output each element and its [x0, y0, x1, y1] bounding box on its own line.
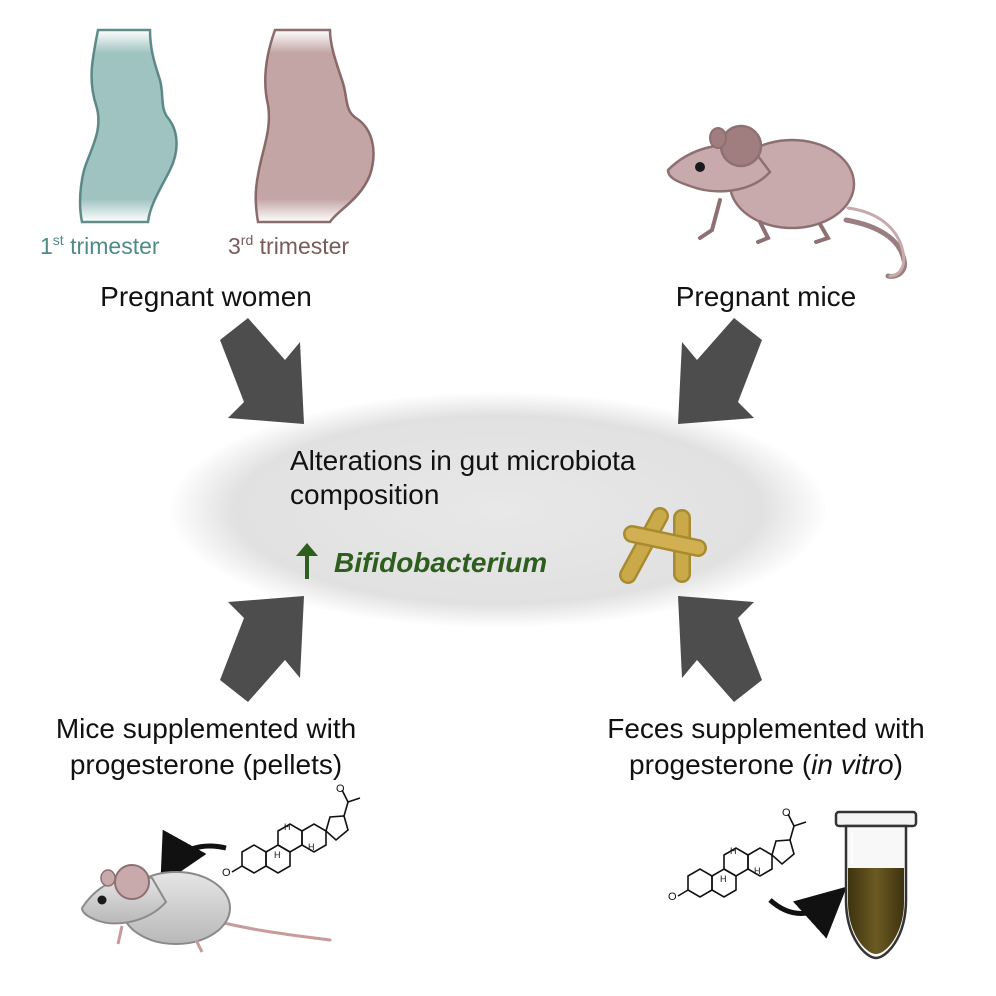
progesterone-structure-icon-right: O O H H H: [668, 807, 807, 903]
first-trimester-label: 1st trimester: [40, 232, 160, 259]
center-ellipse: [168, 392, 828, 628]
arrow-feces-to-center: [678, 596, 762, 702]
steroid-to-tube-arrow: [768, 886, 847, 939]
mice-supplemented-line2: progesterone (pellets): [70, 749, 342, 780]
svg-text:H: H: [730, 846, 737, 856]
supplemented-mouse-icon: [80, 864, 332, 953]
bifidobacterium-label: Bifidobacterium: [334, 547, 547, 578]
pregnant-mice-label: Pregnant mice: [676, 281, 857, 312]
svg-text:H: H: [754, 866, 761, 876]
third-trimester-word: trimester: [253, 233, 349, 259]
svg-text:H: H: [274, 850, 281, 860]
svg-text:O: O: [782, 807, 791, 819]
center-title-line2: composition: [290, 479, 439, 510]
rod-bacteria-icon: [619, 507, 707, 584]
svg-text:O: O: [336, 783, 345, 795]
svg-text:H: H: [284, 822, 291, 832]
svg-text:H: H: [720, 874, 727, 884]
feces-line2-italic: in vitro: [811, 749, 893, 780]
svg-text:O: O: [668, 891, 677, 903]
feces-supplemented-line1: Feces supplemented with: [607, 713, 925, 744]
pregnant-women-label: Pregnant women: [100, 281, 312, 312]
center-title-line1: Alterations in gut microbiota: [290, 445, 636, 476]
first-trimester-superscript: st: [53, 232, 64, 248]
first-trimester-number: 1: [40, 233, 53, 259]
first-trimester-word: trimester: [64, 233, 160, 259]
svg-text:H: H: [308, 842, 315, 852]
third-trimester-number: 3: [228, 233, 241, 259]
svg-text:O: O: [222, 867, 231, 879]
pregnant-mouse-icon: [666, 124, 907, 279]
mice-supplemented-line1: Mice supplemented with: [56, 713, 356, 744]
arrow-women-to-center: [220, 318, 304, 424]
up-arrow-icon: [296, 543, 318, 579]
third-trimester-label: 3rd trimester: [228, 232, 349, 259]
pregnant-woman-third-trimester-icon: [254, 28, 375, 224]
arrow-pellets-to-center: [220, 596, 304, 702]
feces-line2-part1: progesterone (: [629, 749, 812, 780]
test-tube-icon: [834, 810, 918, 960]
feces-line2-part3: ): [894, 749, 903, 780]
steroid-to-mouse-arrow: [160, 829, 227, 886]
arrow-mice-to-center: [678, 318, 762, 424]
pregnant-woman-first-trimester-icon: [78, 28, 178, 224]
third-trimester-superscript: rd: [241, 232, 253, 248]
progesterone-structure-icon: O O H H H: [222, 783, 361, 879]
feces-supplemented-line2: progesterone (in vitro): [629, 749, 903, 780]
